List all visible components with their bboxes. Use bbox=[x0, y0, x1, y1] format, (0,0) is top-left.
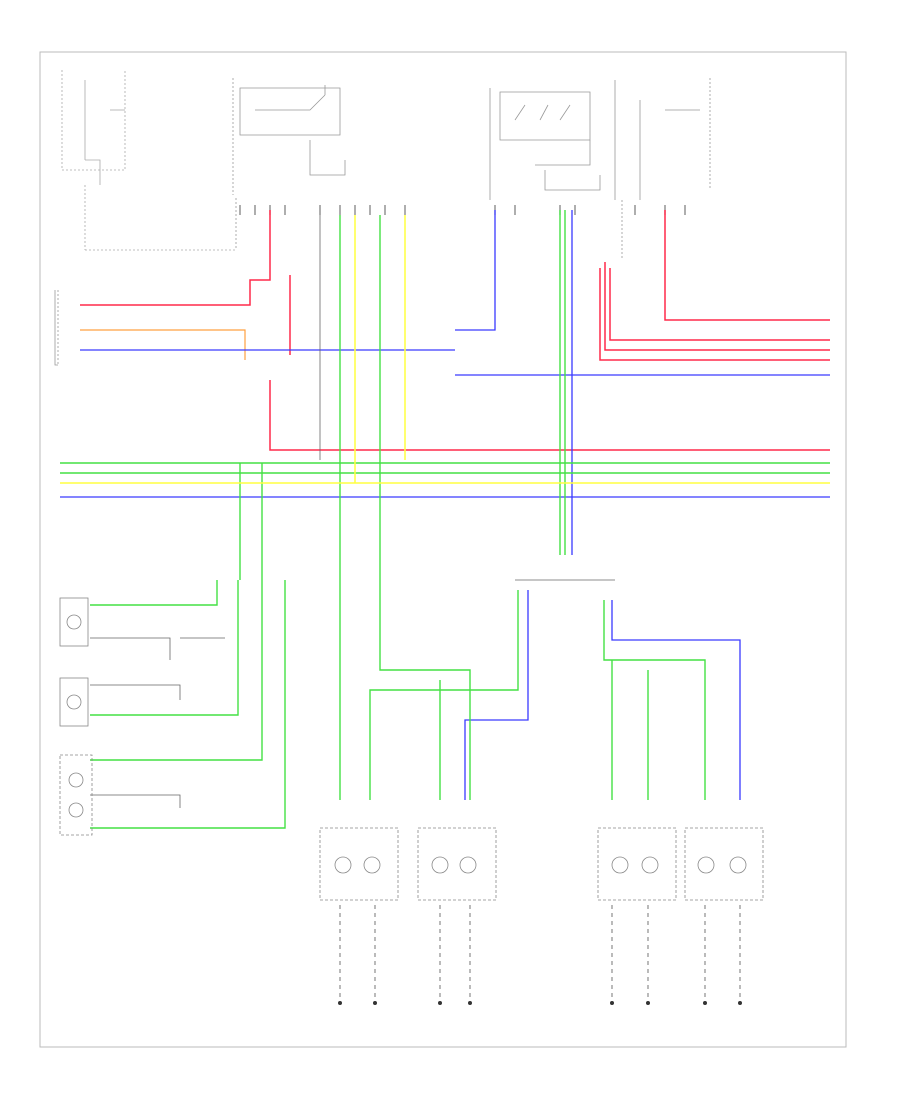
ground-wires bbox=[339, 905, 741, 1000]
left-license-lamp bbox=[59, 597, 89, 647]
ground-points bbox=[338, 1001, 742, 1005]
wire-black bbox=[90, 215, 615, 808]
left-front-turn-lamp bbox=[597, 827, 677, 901]
headlamp-switch bbox=[232, 78, 346, 250]
body-control-module bbox=[54, 290, 59, 366]
diagram-border bbox=[39, 51, 847, 1048]
license-lamp bbox=[59, 754, 93, 836]
wire-yellow bbox=[60, 215, 830, 484]
right-front-turn-lamp bbox=[684, 827, 764, 901]
fuse-block-right bbox=[614, 78, 711, 260]
wire-blue bbox=[60, 210, 830, 800]
connector-pins-top bbox=[239, 205, 686, 215]
wire-red bbox=[80, 210, 830, 451]
right-license-lamp bbox=[59, 677, 89, 727]
wire-orange bbox=[80, 329, 246, 360]
left-headlight bbox=[319, 827, 399, 901]
right-headlight bbox=[417, 827, 497, 901]
fuse-block-left bbox=[61, 70, 235, 251]
dimmer-relay bbox=[489, 88, 601, 200]
wire-green bbox=[60, 210, 830, 829]
